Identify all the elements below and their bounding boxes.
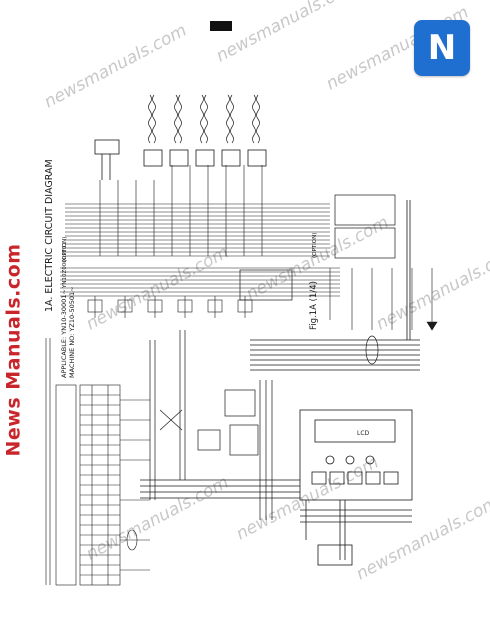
lower-wiring-block [60, 267, 438, 331]
display-label: LCD [357, 430, 370, 437]
display-unit [299, 409, 413, 566]
logo-letter: N [427, 28, 457, 68]
left-connector-column [45, 338, 150, 586]
center-wiring [140, 269, 420, 520]
watermark-text: newsmanuals.com [353, 492, 490, 584]
diagram-labels: 1A. ELECTRIC CIRCUIT DIAGRAM APPLICABLE:… [44, 159, 370, 437]
brand-vertical-text: News Manuals.com [3, 243, 25, 457]
applicable-label: APPLICABLE: YN10-30001~ [60, 289, 68, 378]
diagram-title: 1A. ELECTRIC CIRCUIT DIAGRAM [44, 159, 55, 312]
option-tag: (OPTION) [62, 237, 68, 262]
watermark-text: newsmanuals.com [213, 0, 362, 66]
crop-mark [210, 21, 232, 31]
machine-number-label: MACHINE NO: YZ10-50501~ [68, 286, 76, 378]
right-wiring-block [65, 94, 411, 340]
document-code: YN10Z00009F01 [62, 242, 68, 289]
option-tag: (OPTION) [312, 233, 318, 258]
watermark-text: newsmanuals.com [41, 20, 190, 112]
figure-label: Fig.1A (1/4) [309, 281, 319, 330]
site-logo[interactable]: N [414, 20, 470, 76]
watermark-text: newsmanuals.com [373, 242, 490, 334]
watermark-text: newsmanuals.com [233, 452, 382, 544]
brand-vertical-watermark: News Manuals.com [2, 243, 26, 456]
